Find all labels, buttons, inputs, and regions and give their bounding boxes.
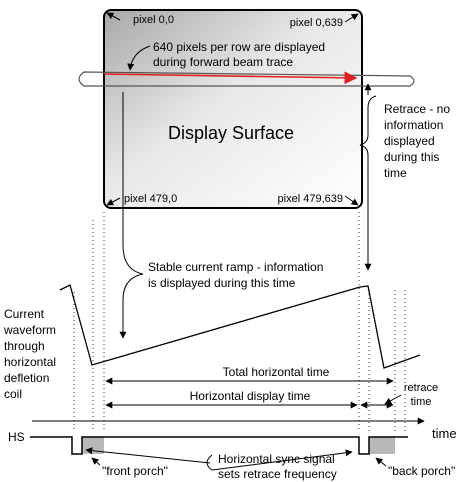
current-note-line6: coil (4, 387, 22, 401)
row-note-arrow (127, 45, 151, 71)
forward-beam-arrow (103, 71, 358, 85)
hs-label: HS (8, 430, 25, 444)
back-porch-pointer (375, 457, 387, 467)
sync-note-pointer-left (85, 447, 211, 464)
total-time-label: Total horizontal time (223, 365, 330, 379)
current-note-line4: horizontal (4, 355, 56, 369)
current-waveform (59, 284, 421, 369)
current-note-line2: waveform (3, 323, 56, 337)
ramp-note-line2: is displayed during this time (148, 276, 296, 290)
pixel-label-top-right: pixel 0,639 (290, 17, 343, 29)
sync-note-line2: sets retrace frequency (218, 467, 337, 481)
sync-note-bracket (206, 449, 353, 471)
pixel-label-bottom-left: pixel 479,0 (124, 193, 177, 205)
front-porch-pointer (91, 457, 101, 466)
retrace-time-label-line2: time (411, 396, 432, 408)
corner-arrow-bottom-right (344, 195, 359, 206)
sync-note-line1: Horizontal sync signal (218, 452, 335, 466)
current-note-line1: Current (4, 307, 45, 321)
retrace-note-line2: information (384, 118, 443, 132)
retrace-pointer (384, 394, 402, 405)
ramp-bracket (119, 92, 144, 339)
display-time-label: Horizontal display time (190, 389, 311, 403)
pixel-label-bottom-right: pixel 479,639 (278, 193, 343, 205)
back-porch-label: "back porch" (388, 464, 455, 478)
front-porch-label: "front porch" (102, 464, 168, 478)
retrace-note-line4: during this (384, 150, 439, 164)
beam-trace-loop (78, 71, 415, 87)
back-porch-fill (369, 437, 395, 454)
hs-signal (30, 436, 408, 455)
current-note-line3: through (4, 339, 45, 353)
retrace-note-line5: time (384, 166, 407, 180)
vertical-guides (73, 212, 406, 432)
pixel-label-top-left: pixel 0,0 (133, 14, 174, 26)
corner-arrow-top-left (106, 12, 121, 21)
row-note-line1: 640 pixels per row are displayed (153, 40, 325, 54)
display-screen (103, 9, 363, 209)
retrace-time-label-line1: retrace (404, 382, 438, 394)
display-surface-title: Display Surface (168, 123, 294, 143)
corner-arrow-top-right (344, 13, 359, 23)
retrace-note-line1: Retrace - no (384, 102, 450, 116)
current-note-line5: defletion (4, 371, 49, 385)
row-note-line2: during forward beam trace (153, 55, 293, 69)
retrace-note-line3: displayed (384, 134, 435, 148)
ramp-note-line1: Stable current ramp - information (148, 260, 323, 274)
retrace-bracket (359, 95, 377, 271)
time-axis-label: time (432, 426, 457, 441)
corner-arrow-bottom-left (106, 197, 121, 206)
